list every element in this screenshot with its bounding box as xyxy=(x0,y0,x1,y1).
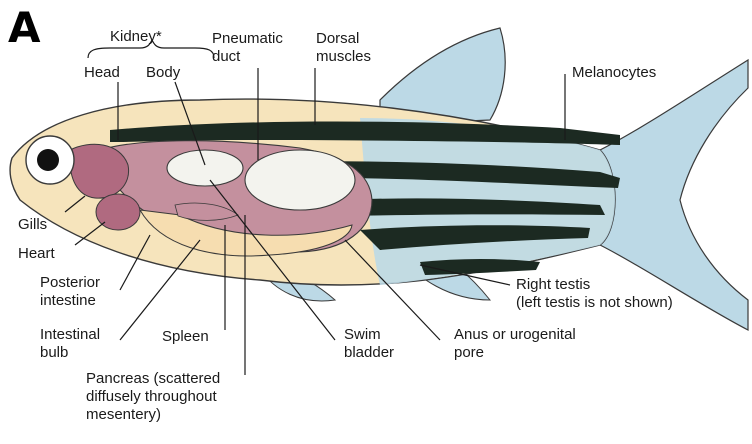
panel-letter: A xyxy=(8,6,41,50)
label-dorsal-muscles: Dorsal muscles xyxy=(316,30,396,66)
label-anus: Anus or urogenital pore xyxy=(454,326,594,362)
label-kidney: Kidney* xyxy=(110,28,162,46)
label-intestinal-bulb: Intestinal bulb xyxy=(40,326,120,362)
swim-bladder-posterior xyxy=(245,150,355,210)
heart-organ xyxy=(96,194,140,230)
label-kidney-head: Head xyxy=(84,64,120,82)
label-melanocytes: Melanocytes xyxy=(572,64,656,82)
label-kidney-body: Body xyxy=(146,64,180,82)
label-posterior-intestine: Posterior intestine xyxy=(40,274,125,310)
label-right-testis: Right testis xyxy=(516,276,590,294)
label-pneumatic-duct: Pneumatic duct xyxy=(212,30,302,66)
label-left-testis-note: (left testis is not shown) xyxy=(516,294,673,312)
label-gills: Gills xyxy=(18,216,47,234)
label-spleen: Spleen xyxy=(162,328,209,346)
swim-bladder-anterior xyxy=(167,150,243,186)
pupil xyxy=(37,149,59,171)
label-pancreas: Pancreas (scattered diffusely throughout… xyxy=(86,370,256,424)
label-heart: Heart xyxy=(18,245,55,263)
label-swim-bladder: Swim bladder xyxy=(344,326,414,362)
caudal-fin xyxy=(600,60,748,330)
